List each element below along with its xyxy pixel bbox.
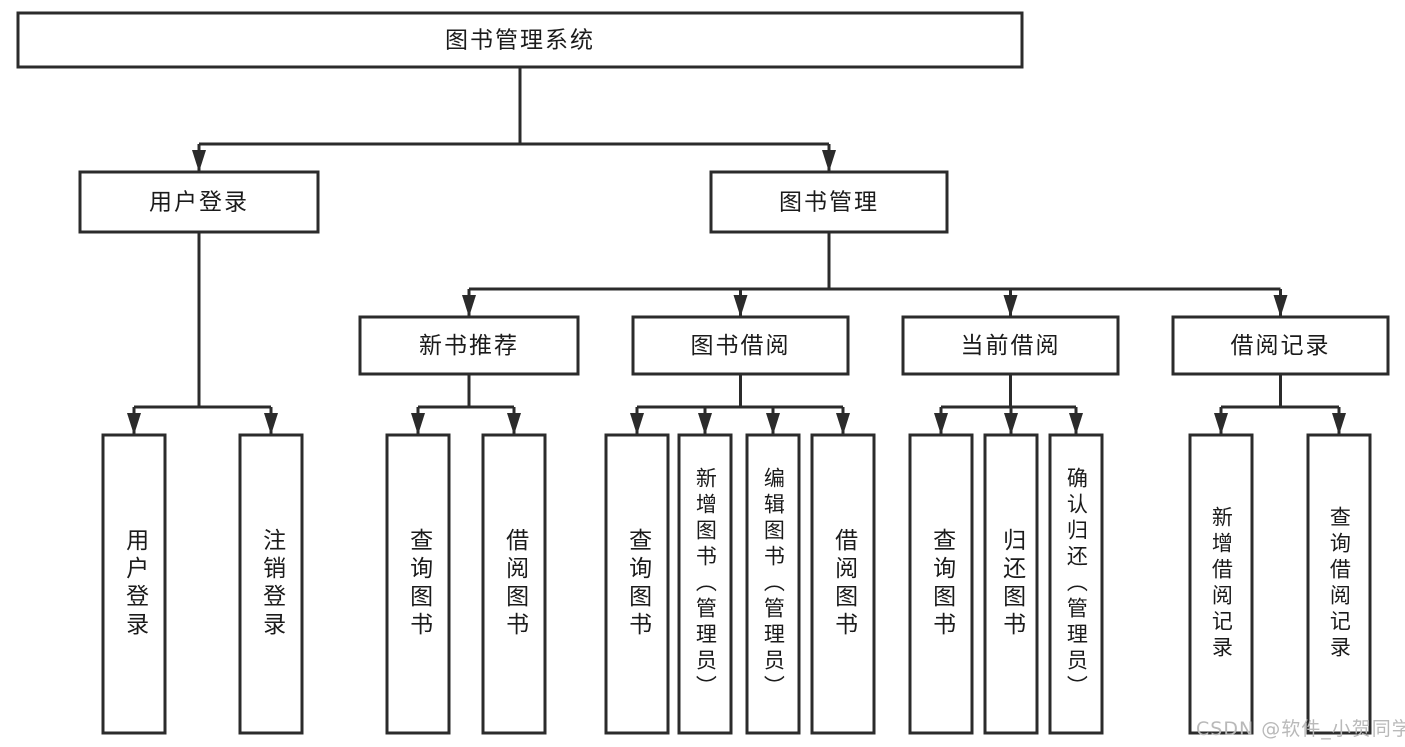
edge-group-bookmgmt — [462, 232, 1288, 317]
edge-arrowhead — [1004, 413, 1018, 435]
node-box-f-query-book-2[interactable] — [604, 433, 670, 735]
node-box-login[interactable] — [78, 170, 320, 234]
node-borrow[interactable]: 图书借阅 — [631, 315, 850, 376]
node-box-f-query-record[interactable] — [1306, 433, 1372, 735]
edge-group-current — [934, 374, 1083, 435]
node-f-user-logout[interactable] — [238, 433, 304, 735]
edge-group-borrow — [630, 374, 850, 435]
edge-arrowhead — [192, 150, 206, 172]
node-label-borrow: 图书借阅 — [691, 333, 791, 359]
node-records[interactable]: 借阅记录 — [1171, 315, 1390, 376]
node-box-f-borrow-book-1[interactable] — [481, 433, 547, 735]
edge-arrowhead — [698, 413, 712, 435]
node-box-f-return-book[interactable] — [983, 433, 1039, 735]
node-newbook[interactable]: 新书推荐 — [358, 315, 580, 376]
node-box-newbook[interactable] — [358, 315, 580, 376]
edge-arrowhead — [507, 413, 521, 435]
node-box-f-add-record[interactable] — [1188, 433, 1254, 735]
node-f-edit-book[interactable] — [745, 433, 801, 735]
edges-layer — [127, 67, 1346, 435]
edge-group-login — [127, 232, 278, 435]
node-label-root: 图书管理系统 — [445, 28, 595, 54]
node-box-f-user-login[interactable] — [101, 433, 167, 735]
edge-group-newbook — [411, 374, 521, 435]
node-current[interactable]: 当前借阅 — [901, 315, 1120, 376]
edge-arrowhead — [836, 413, 850, 435]
node-box-root[interactable] — [16, 11, 1024, 69]
node-box-f-borrow-book-2[interactable] — [810, 433, 876, 735]
node-box-current[interactable] — [901, 315, 1120, 376]
node-label-newbook: 新书推荐 — [419, 333, 519, 359]
watermark-text: CSDN @软件_小贺同学 — [1196, 718, 1405, 740]
node-box-bookmgmt[interactable] — [709, 170, 949, 234]
node-f-user-login[interactable] — [101, 433, 167, 735]
node-f-query-record[interactable] — [1306, 433, 1372, 735]
edge-arrowhead — [934, 413, 948, 435]
edge-group-root — [192, 67, 836, 172]
node-f-borrow-book-2[interactable] — [810, 433, 876, 735]
node-box-f-query-book-1[interactable] — [385, 433, 451, 735]
node-f-add-record[interactable] — [1188, 433, 1254, 735]
node-f-borrow-book-1[interactable] — [481, 433, 547, 735]
node-box-f-edit-book[interactable] — [745, 433, 801, 735]
node-f-query-book-2[interactable] — [604, 433, 670, 735]
edge-arrowhead — [733, 295, 748, 317]
edge-arrowhead — [264, 413, 278, 435]
node-box-records[interactable] — [1171, 315, 1390, 376]
node-box-f-confirm-return[interactable] — [1048, 433, 1104, 735]
edge-arrowhead — [127, 413, 141, 435]
node-f-confirm-return[interactable] — [1048, 433, 1104, 735]
node-f-query-book-1[interactable] — [385, 433, 451, 735]
edge-arrowhead — [1273, 295, 1288, 317]
edge-group-records — [1214, 374, 1346, 435]
node-box-f-query-book-3[interactable] — [908, 433, 974, 735]
node-bookmgmt[interactable]: 图书管理 — [709, 170, 949, 234]
edge-arrowhead — [1003, 295, 1018, 317]
node-f-query-book-3[interactable] — [908, 433, 974, 735]
node-root[interactable]: 图书管理系统 — [16, 11, 1024, 69]
edge-arrowhead — [822, 150, 836, 172]
edge-arrowhead — [1214, 413, 1228, 435]
edge-arrowhead — [630, 413, 644, 435]
node-label-current: 当前借阅 — [961, 333, 1061, 359]
node-f-return-book[interactable] — [983, 433, 1039, 735]
edge-arrowhead — [411, 413, 425, 435]
node-f-add-book[interactable] — [677, 433, 733, 735]
edge-arrowhead — [462, 295, 476, 317]
node-login[interactable]: 用户登录 — [78, 170, 320, 234]
node-box-borrow[interactable] — [631, 315, 850, 376]
node-box-f-user-logout[interactable] — [238, 433, 304, 735]
node-box-f-add-book[interactable] — [677, 433, 733, 735]
node-label-login: 用户登录 — [149, 190, 249, 216]
edge-arrowhead — [766, 413, 780, 435]
edge-arrowhead — [1332, 413, 1346, 435]
node-label-bookmgmt: 图书管理 — [779, 190, 879, 216]
node-label-records: 借阅记录 — [1231, 333, 1331, 359]
edge-arrowhead — [1069, 413, 1083, 435]
